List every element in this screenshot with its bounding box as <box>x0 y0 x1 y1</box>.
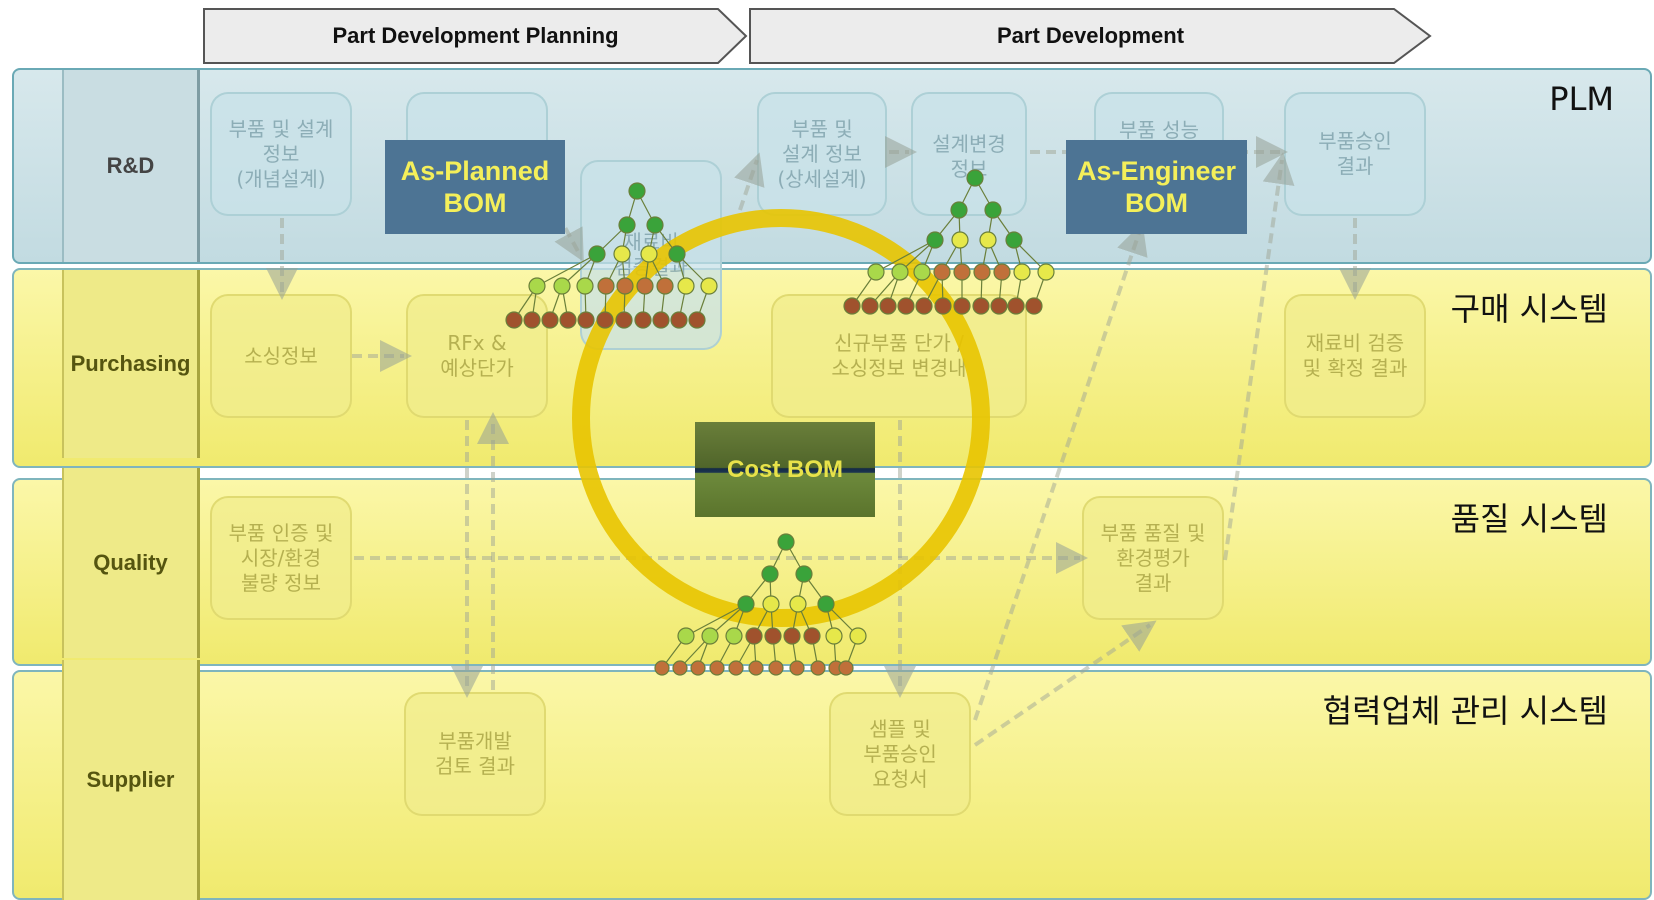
as-engineer-bom-box: As-Engineer BOM <box>1066 140 1247 234</box>
process-box-part-dev-review: 부품개발 검토 결과 <box>404 692 546 816</box>
cost-bom-box: Cost BOM <box>695 422 875 517</box>
process-box-quality-eval: 부품 품질 및 환경평가 결과 <box>1082 496 1224 620</box>
cost-bom-ring <box>572 209 990 627</box>
lane-label-quality: Quality <box>62 468 200 658</box>
lane-label-purchasing: Purchasing <box>62 270 200 458</box>
lane-label-supplier: Supplier <box>62 660 200 900</box>
process-box-part-approval: 부품승인 결과 <box>1284 92 1426 216</box>
process-box-sourcing: 소싱정보 <box>210 294 352 418</box>
system-plm: PLM <box>1549 80 1614 118</box>
chevron-arrow-icon <box>749 8 1432 64</box>
lane-label-rd: R&D <box>62 70 200 262</box>
system-supplier: 협력업체 관리 시스템 <box>1322 692 1608 730</box>
system-purchasing: 구매 시스템 <box>1450 290 1608 328</box>
process-box-rfx: RFx & 예상단가 <box>406 294 548 418</box>
bom-tree-cost <box>654 533 867 676</box>
bom-tree-as-planned <box>505 182 718 329</box>
process-box-sample-request: 샘플 및 부품승인 요청서 <box>829 692 971 816</box>
as-planned-bom-box: As-Planned BOM <box>385 140 565 234</box>
process-box-quality-cert: 부품 인증 및 시장/환경 불량 정보 <box>210 496 352 620</box>
bom-tree-as-engineer <box>843 169 1055 315</box>
phase-part-development: Part Development <box>749 8 1432 64</box>
process-box-design-change: 설계변경 정보 <box>911 92 1027 216</box>
phase-part-development-planning: Part Development Planning <box>203 8 748 64</box>
process-box-new-part-price: 신규부품 단가 / 소싱정보 변경내 <box>771 294 1027 418</box>
phase-label-planning: Part Development Planning <box>332 23 619 48</box>
phase-label-development: Part Development <box>996 23 1185 48</box>
system-quality: 품질 시스템 <box>1450 500 1608 538</box>
process-box-part-design-concept: 부품 및 설계 정보 (개념설계) <box>210 92 352 216</box>
process-box-material-confirm: 재료비 검증 및 확정 결과 <box>1284 294 1426 418</box>
process-box-part-design-detail: 부품 및 설계 정보 (상세설계) <box>757 92 887 216</box>
chevron-arrow-icon <box>203 8 748 64</box>
